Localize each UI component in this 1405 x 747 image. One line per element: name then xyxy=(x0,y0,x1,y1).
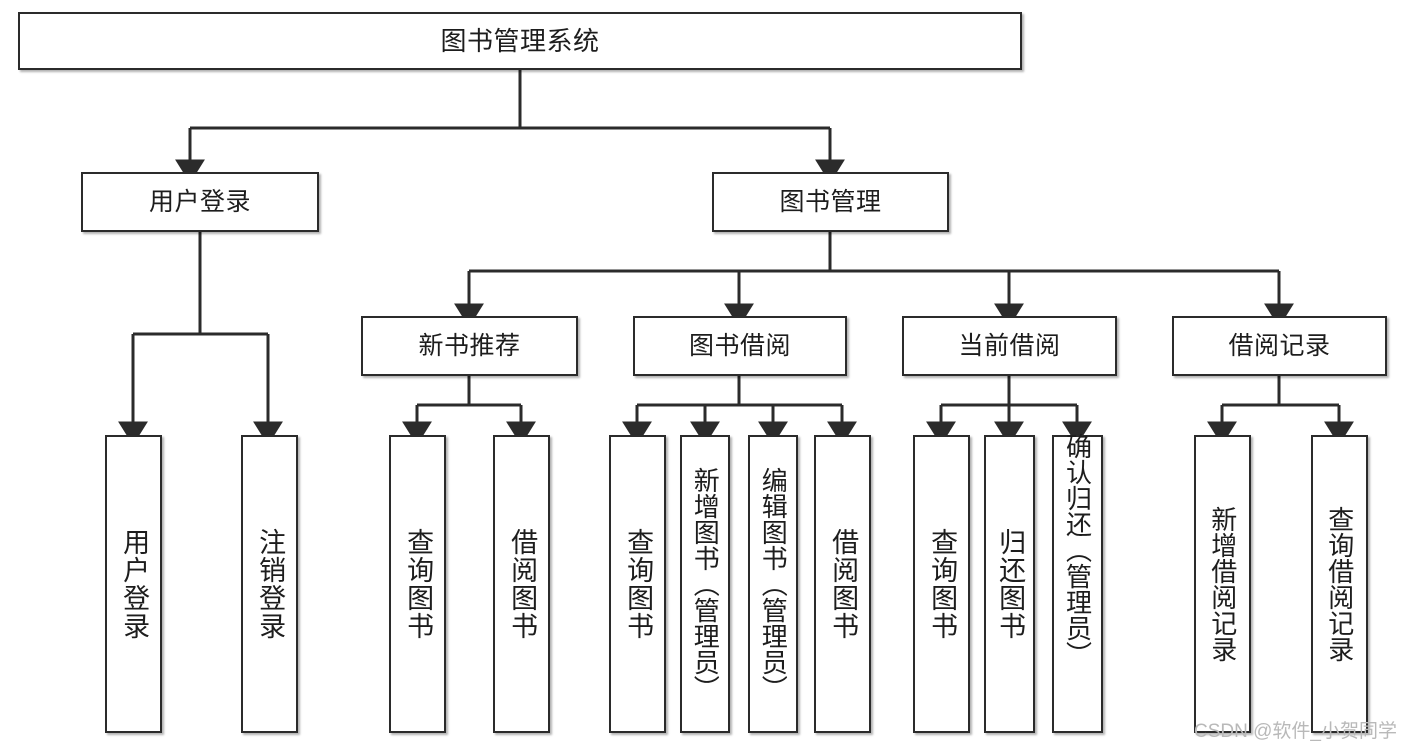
node-label: 用户登录 xyxy=(148,187,251,216)
node-book-borrow[interactable]: 图书借阅 xyxy=(633,316,847,376)
node-label: 借阅图书 xyxy=(828,528,859,640)
leaf-bookborrow-edit-book-admin[interactable]: 编辑图书（管理员） xyxy=(748,435,798,733)
node-label: 用户登录 xyxy=(119,528,150,640)
node-label: 借阅记录 xyxy=(1228,331,1331,360)
node-label: 图书管理系统 xyxy=(440,26,600,56)
leaf-logout[interactable]: 注销登录 xyxy=(241,435,298,733)
node-label: 编辑图书（管理员） xyxy=(758,467,789,701)
leaf-currentborrow-return-book[interactable]: 归还图书 xyxy=(984,435,1035,733)
watermark-text: CSDN @软件_小贺同学 xyxy=(1194,721,1397,742)
node-label: 注销登录 xyxy=(255,528,286,640)
leaf-currentborrow-confirm-return-admin[interactable]: 确认归还（管理员） xyxy=(1052,433,1103,733)
leaf-bookborrow-borrow-book[interactable]: 借阅图书 xyxy=(814,435,871,733)
leaf-borrowrecord-query-record[interactable]: 查询借阅记录 xyxy=(1311,435,1368,733)
leaf-newbook-borrow-book[interactable]: 借阅图书 xyxy=(493,435,550,733)
node-new-book-recommend[interactable]: 新书推荐 xyxy=(361,316,578,376)
node-label: 借阅图书 xyxy=(507,528,538,640)
node-label: 查询借阅记录 xyxy=(1324,506,1355,662)
node-label: 查询图书 xyxy=(623,528,654,640)
leaf-user-login[interactable]: 用户登录 xyxy=(105,435,162,733)
node-book-manage[interactable]: 图书管理 xyxy=(712,172,949,232)
node-user-login[interactable]: 用户登录 xyxy=(81,172,319,232)
node-label: 当前借阅 xyxy=(958,331,1061,360)
node-label: 查询图书 xyxy=(403,528,434,640)
leaf-bookborrow-query-book[interactable]: 查询图书 xyxy=(609,435,666,733)
node-borrow-record[interactable]: 借阅记录 xyxy=(1172,316,1387,376)
leaf-bookborrow-add-book-admin[interactable]: 新增图书（管理员） xyxy=(680,435,730,733)
node-label: 确认归还（管理员） xyxy=(1062,433,1093,667)
node-label: 图书借阅 xyxy=(688,331,791,360)
node-label: 查询图书 xyxy=(927,528,958,640)
node-label: 新书推荐 xyxy=(418,331,521,360)
leaf-newbook-query-book[interactable]: 查询图书 xyxy=(389,435,446,733)
node-label: 图书管理 xyxy=(779,187,882,216)
node-root-system[interactable]: 图书管理系统 xyxy=(18,12,1022,70)
node-label: 新增借阅记录 xyxy=(1207,506,1238,662)
leaf-borrowrecord-add-record[interactable]: 新增借阅记录 xyxy=(1194,435,1251,733)
node-label: 新增图书（管理员） xyxy=(690,467,721,701)
node-current-borrow[interactable]: 当前借阅 xyxy=(902,316,1117,376)
leaf-currentborrow-query-book[interactable]: 查询图书 xyxy=(913,435,970,733)
node-label: 归还图书 xyxy=(995,528,1026,640)
